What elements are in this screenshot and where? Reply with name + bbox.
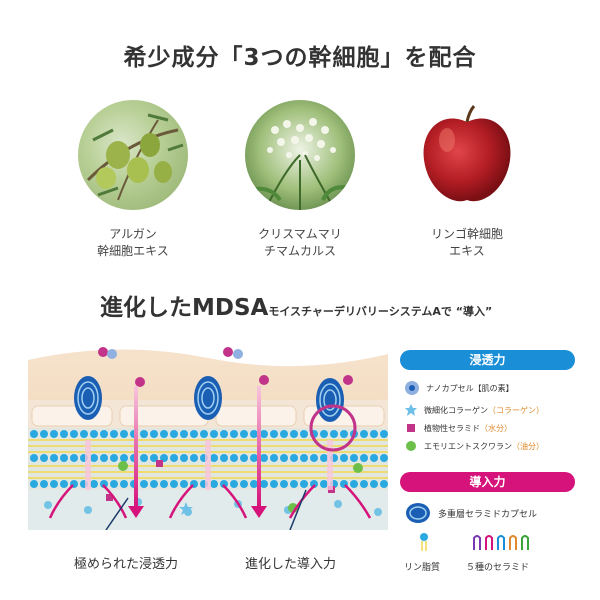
legend-item-squalane: エモリエントスクワラン（油分） bbox=[404, 439, 544, 453]
multilayer-capsule-icon bbox=[406, 503, 430, 523]
top-nanocapsules bbox=[98, 347, 353, 387]
page-title: 希少成分「3つの幹細胞」を配合 bbox=[123, 45, 477, 71]
phospholipid-label: リン脂質 bbox=[404, 563, 441, 573]
star-collagen-icon bbox=[405, 404, 417, 416]
argan-image bbox=[78, 100, 188, 210]
apple-image bbox=[412, 100, 522, 210]
legend-item-nanocapsule: ナノカプセル【肌の素】 bbox=[404, 380, 514, 396]
highlight-circle bbox=[309, 404, 357, 452]
legend-penetration-header: 浸透力 bbox=[400, 350, 575, 370]
scattered-ingredients bbox=[106, 460, 363, 515]
label-introduction: 進化した導入力 bbox=[245, 557, 337, 572]
nanocapsule-icon bbox=[405, 381, 419, 395]
skin-diagram bbox=[28, 347, 388, 530]
square-ceramide-icon bbox=[407, 424, 415, 432]
legend-item-capsule: 多重層セラミドカプセル bbox=[404, 502, 537, 524]
legend-introduction-header: 導入力 bbox=[400, 472, 575, 492]
multilayer-capsules bbox=[74, 376, 344, 422]
crithmum-image bbox=[245, 100, 355, 210]
label-penetration: 極められた浸透力 bbox=[74, 557, 179, 572]
pointer-right bbox=[289, 489, 307, 530]
ceramide-icons bbox=[473, 535, 529, 550]
pointer-left bbox=[105, 497, 129, 530]
phospholipid-icon bbox=[420, 533, 428, 551]
legend-item-ceramide: 植物性セラミド（水分） bbox=[404, 421, 512, 435]
ceramide-label: ５種のセラミド bbox=[466, 563, 530, 573]
green-ball-icon bbox=[406, 441, 416, 451]
apple-caption: リンゴ幹細胞 エキス bbox=[430, 227, 503, 258]
legend-item-collagen: 微細化コラーゲン（コラーゲン） bbox=[404, 403, 544, 417]
argan-caption: アルガン 幹細胞エキス bbox=[97, 227, 169, 258]
crithmum-caption: クリスマムマリ チマムカルス bbox=[258, 227, 342, 258]
section-title: 進化したMDSAモイスチャーデリバリーシステムAで “導入” bbox=[100, 295, 493, 321]
